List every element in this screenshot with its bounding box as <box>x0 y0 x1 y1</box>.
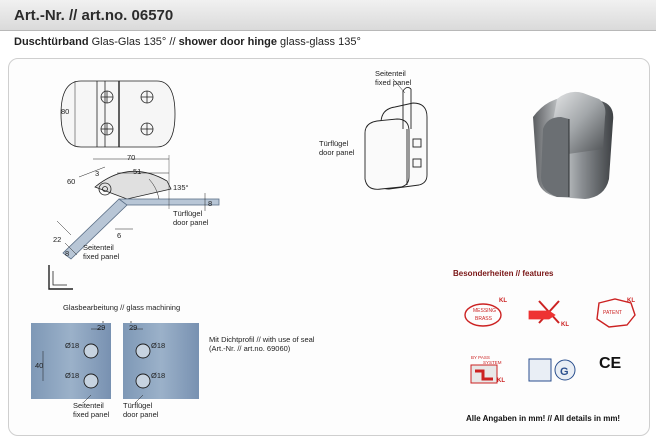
seal-note-1: Mit Dichtprofil // with use of seal <box>209 335 315 344</box>
dim-22: 22 <box>53 235 62 244</box>
brass-text: BRASS <box>475 316 492 322</box>
machining-fixed-en: fixed panel <box>73 410 110 419</box>
kl-badge-1: KL <box>499 298 507 304</box>
fixed-glass-panel <box>31 323 111 399</box>
plan-fixed-label-de: Seitenteil <box>83 243 114 252</box>
subtitle-text-en: glass-glass 135° <box>276 36 361 48</box>
plan-fixed-label-en: fixed panel <box>83 252 120 261</box>
hinge-line-drawing <box>364 78 428 190</box>
dim-8-top: 8 <box>208 199 213 208</box>
dim-60: 60 <box>67 177 76 186</box>
kl-badge-3: KL <box>627 298 635 304</box>
machining-title: Glasbearbeitung // glass machining <box>63 303 181 312</box>
dim-29-left: 29 <box>97 323 106 332</box>
dim-o18-2: Ø18 <box>65 371 80 380</box>
photo-fixed-de: Seitenteil <box>375 69 406 78</box>
kl-badge-4: KL <box>497 378 505 384</box>
photo-fixed-en: fixed panel <box>375 78 412 87</box>
footnote: Alle Angaben in mm! // All details in mm… <box>466 414 621 423</box>
plan-door-label-en: door panel <box>173 218 209 227</box>
kl-badge-2: KL <box>561 322 569 328</box>
subtitle-bold-en: shower door hinge <box>178 36 277 48</box>
dim-80: 80 <box>61 107 70 116</box>
content-panel: G Glasbearbeitung // glass machining 80 … <box>8 58 650 436</box>
plan-door-label-de: Türflügel <box>173 209 203 218</box>
dim-o18-4: Ø18 <box>151 371 166 380</box>
machining-holes <box>42 328 151 404</box>
subtitle-text-de: Glas-Glas 135° // <box>88 36 179 48</box>
hinge-front-view <box>60 80 176 148</box>
features-title: Besonderheiten // features <box>453 269 554 278</box>
svg-text:G: G <box>560 366 569 378</box>
technical-drawing: G <box>48 78 636 397</box>
dim-135: 135° <box>173 183 189 192</box>
dim-40: 40 <box>35 361 44 370</box>
machining-fixed-de: Seitenteil <box>73 401 104 410</box>
article-title: Art.-Nr. // art.no. 06570 <box>14 7 174 24</box>
messing-text: MESSING <box>473 308 497 314</box>
machining-door-en: door panel <box>123 410 159 419</box>
photo-door-en: door panel <box>319 148 355 157</box>
photo-door-de: Türflügel <box>319 139 349 148</box>
dim-o18-3: Ø18 <box>151 341 166 350</box>
hinge-plan-view <box>48 155 220 290</box>
dim-o18-1: Ø18 <box>65 341 80 350</box>
seal-note-2: (Art.-Nr. // art.no. 69060) <box>209 344 291 353</box>
patent-text: PATENT <box>603 310 622 316</box>
product-subtitle: Duschtürband Glas-Glas 135° // shower do… <box>14 36 361 48</box>
dim-70: 70 <box>127 153 136 162</box>
ce-mark: CE <box>599 355 622 372</box>
machining-door-de: Türflügel <box>123 401 153 410</box>
hinge-photo <box>533 91 614 199</box>
dim-3: 3 <box>95 169 100 178</box>
door-glass-panel <box>123 323 199 399</box>
dim-51: 51 <box>133 167 142 176</box>
bypass-text: BY PASS <box>471 355 490 360</box>
features-icons: G <box>464 298 636 384</box>
subtitle-bold-de: Duschtürband <box>14 36 89 48</box>
dim-8-bottom: 8 <box>65 249 70 258</box>
dim-29-right: 29 <box>129 323 138 332</box>
dim-6: 6 <box>117 231 122 240</box>
header-bar <box>0 0 656 31</box>
system-text: SYSTEM <box>483 360 502 365</box>
